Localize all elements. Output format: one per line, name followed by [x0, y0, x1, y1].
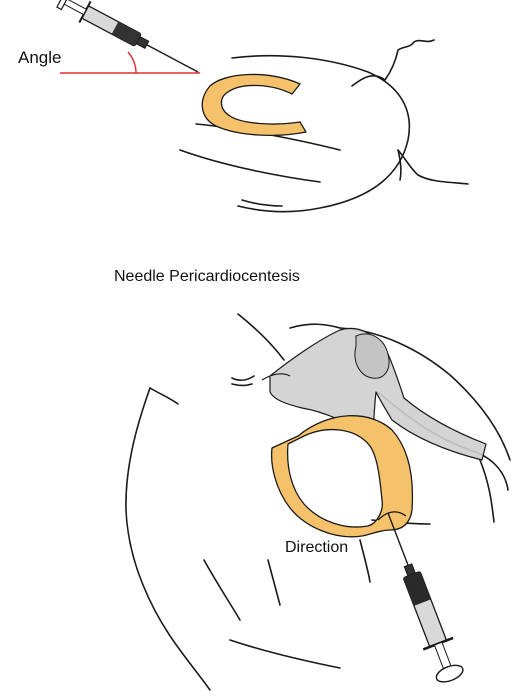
angle-arc — [128, 52, 136, 73]
lateral-pericardium — [202, 74, 306, 135]
top-syringe — [56, 0, 204, 83]
lateral-inner-line-2 — [180, 150, 320, 182]
frontal-left-body-contour — [126, 388, 210, 690]
lateral-neck-contour — [352, 40, 434, 86]
top-needle — [145, 44, 198, 72]
bottom-syringe — [373, 507, 467, 686]
lateral-shoulder-line — [398, 150, 468, 184]
angle-label: Angle — [18, 48, 61, 68]
diagram-title: Needle Pericardiocentesis — [114, 268, 300, 286]
frontal-neck-contour — [238, 314, 284, 360]
direction-label: Direction — [285, 539, 348, 557]
frontal-pericardium — [272, 416, 413, 537]
lateral-inner-line-3 — [242, 200, 282, 206]
